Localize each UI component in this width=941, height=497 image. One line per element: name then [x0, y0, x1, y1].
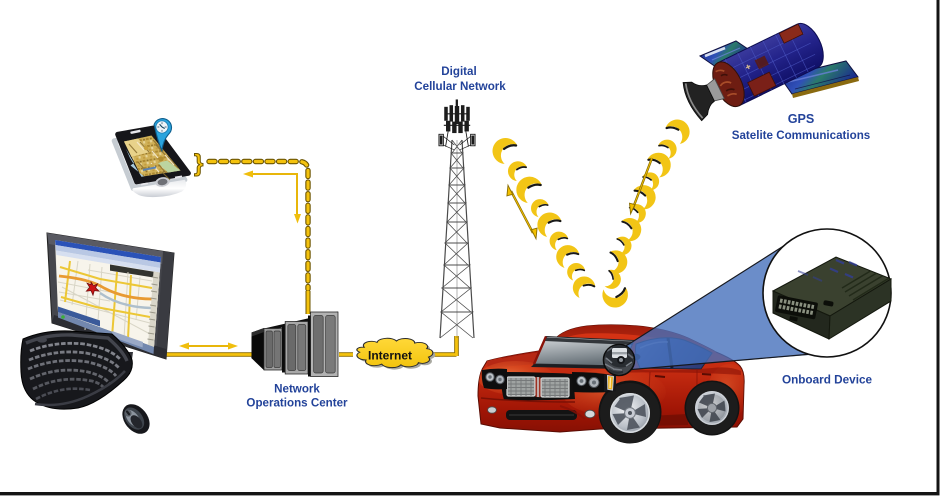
svg-text:GPS: GPS — [788, 112, 815, 126]
svg-text:Operations Center: Operations Center — [246, 397, 348, 410]
svg-text:Internet: Internet — [368, 348, 412, 362]
svg-text:}: } — [194, 150, 203, 177]
svg-text:Onboard Device: Onboard Device — [782, 374, 873, 387]
svg-text:Network: Network — [274, 383, 320, 396]
svg-text:Cellular Network: Cellular Network — [414, 80, 506, 93]
svg-text:Digital: Digital — [441, 65, 476, 78]
svg-text:Satelite Communications: Satelite Communications — [732, 129, 871, 142]
